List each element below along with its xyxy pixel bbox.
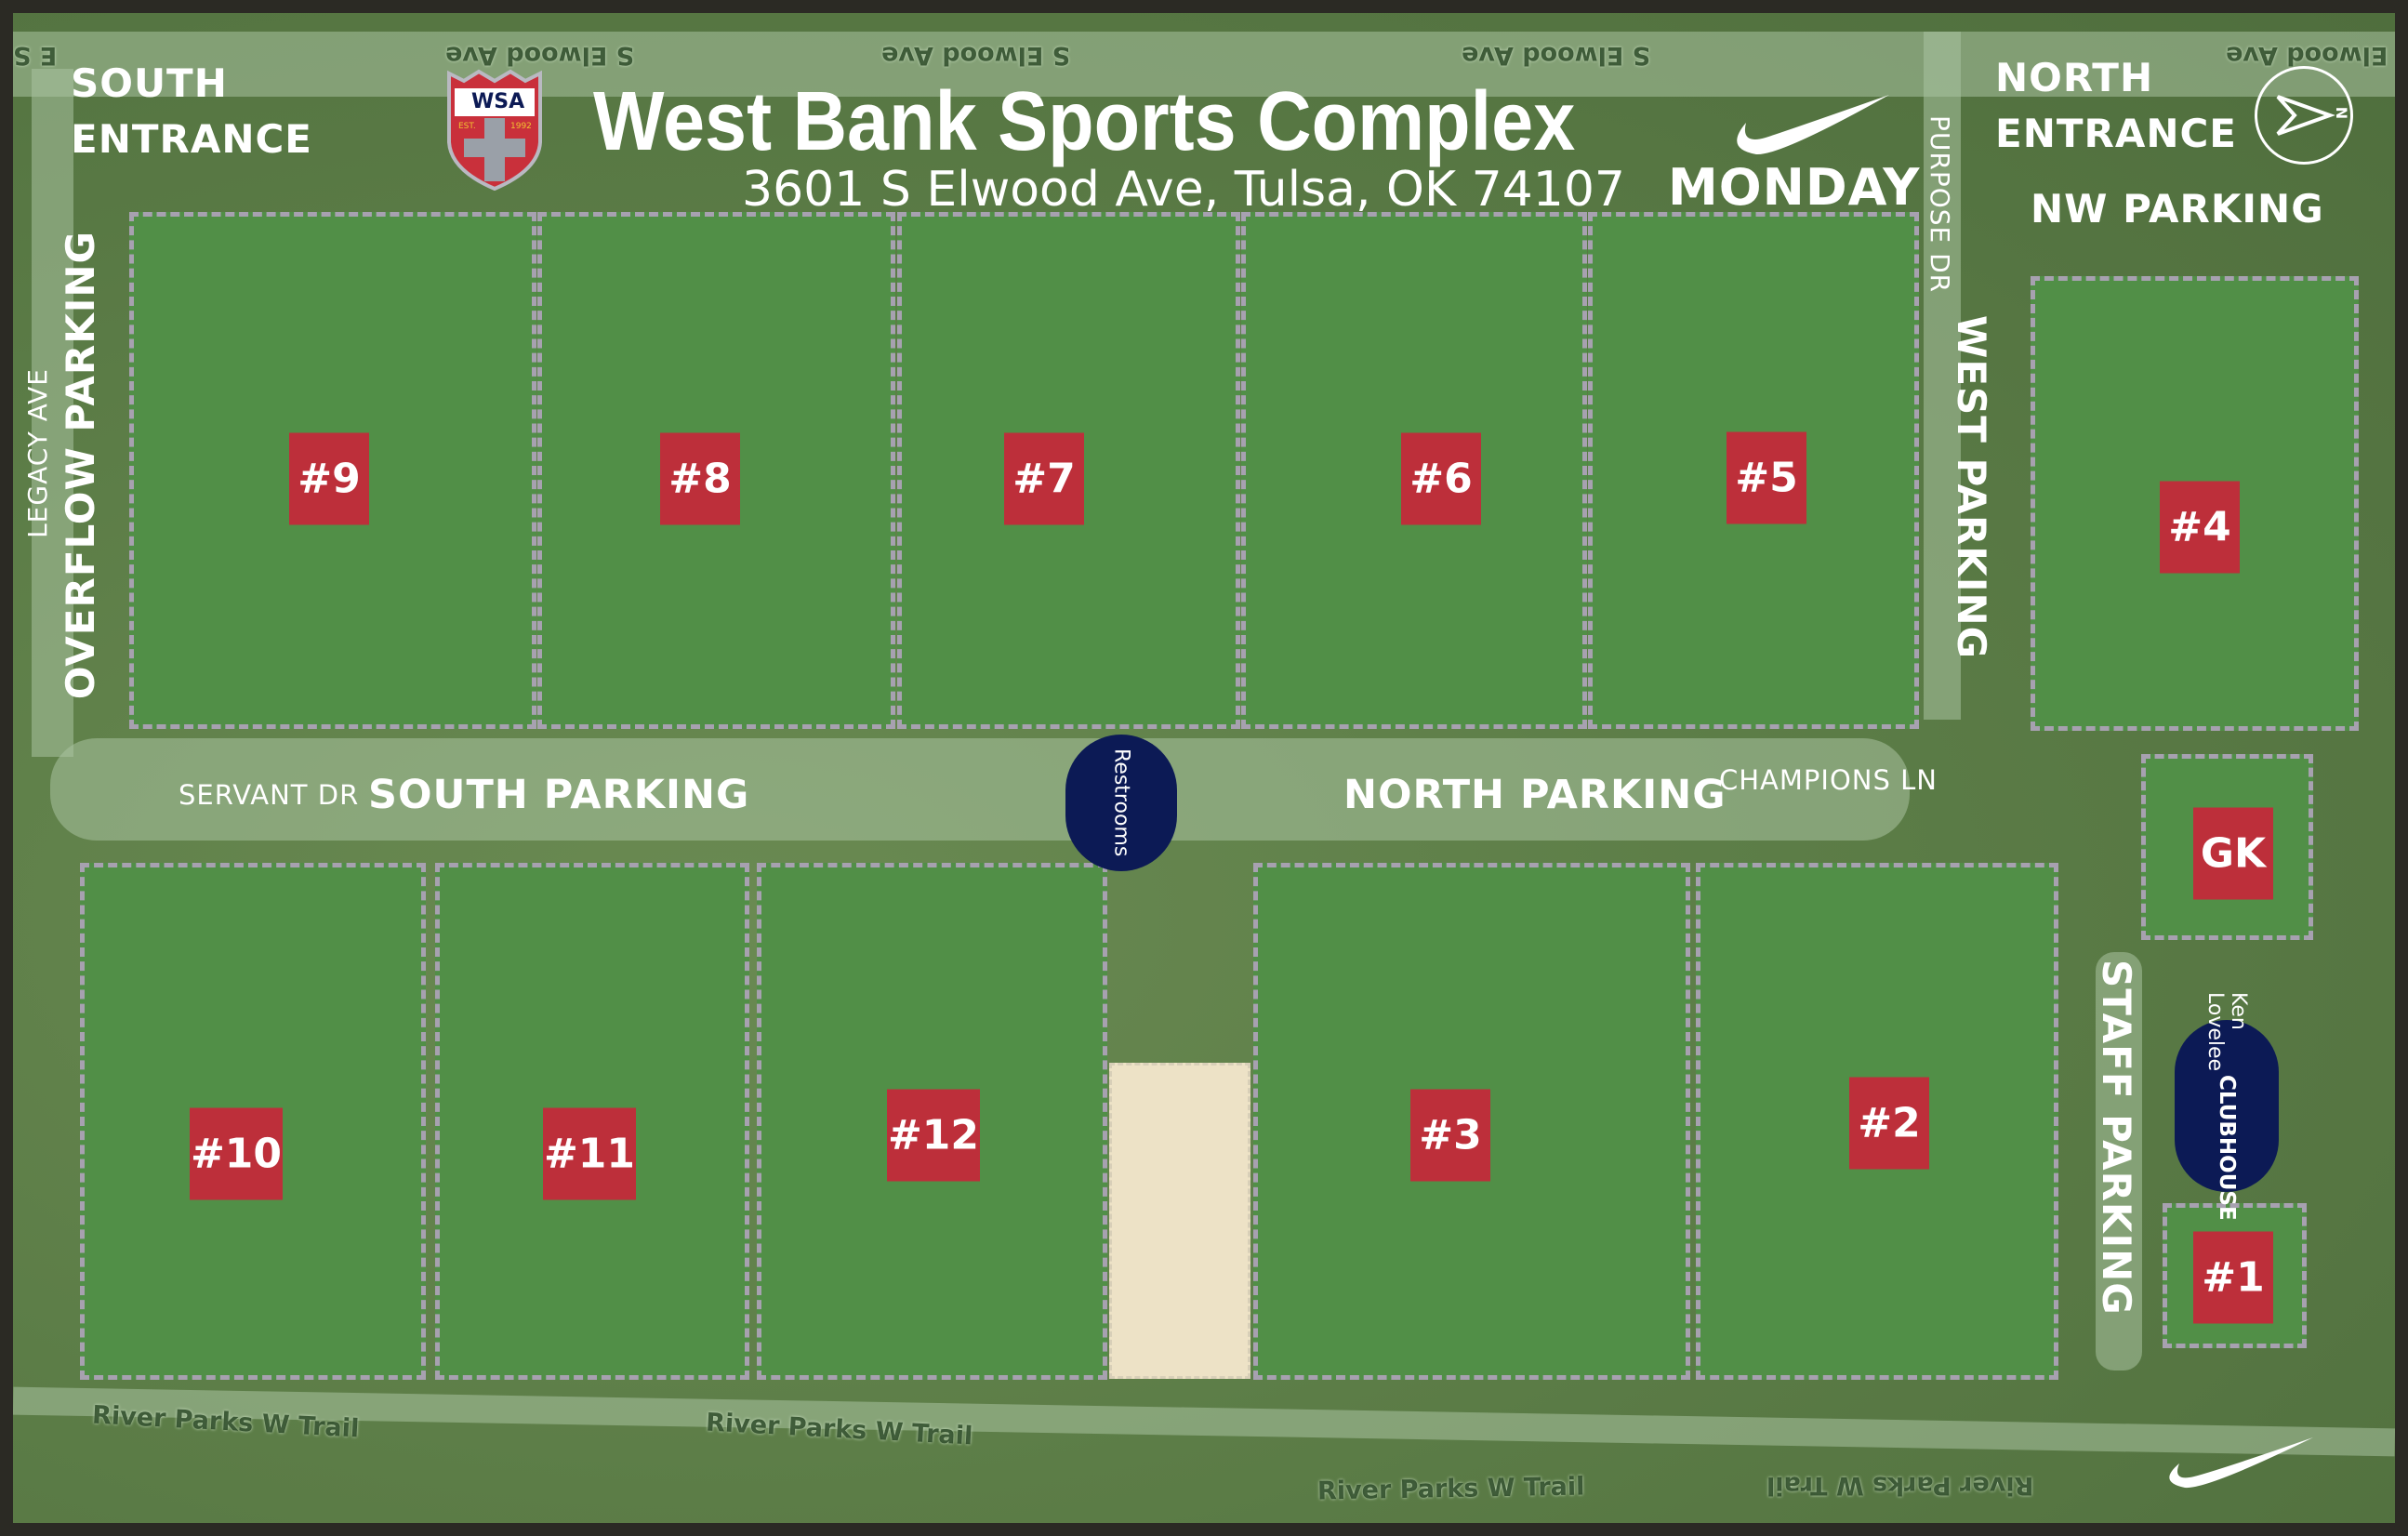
day-label: MONDAY: [1668, 158, 1921, 217]
field-7-label: #7: [1004, 432, 1084, 525]
road-name-elwood: S Elwood Ave: [2226, 41, 2395, 70]
restrooms-label: Restrooms: [1109, 748, 1133, 857]
field-9-label: #9: [289, 432, 369, 525]
field-6-label: #6: [1401, 432, 1481, 525]
trail-road: [13, 1386, 2395, 1457]
staff-parking-road: [2096, 952, 2142, 1370]
north-entrance-label: NORTH ENTRANCE: [1995, 55, 2237, 156]
road-name-elwood: S Elwood Ave: [1462, 41, 1651, 70]
overflow-parking-label: OVERFLOW PARKING: [58, 231, 103, 700]
logo-text: WSA: [471, 90, 525, 113]
field-1-label: #1: [2193, 1231, 2273, 1324]
north-parking-label: NORTH PARKING: [1343, 772, 1727, 818]
address: 3601 S Elwood Ave, Tulsa, OK 74107: [742, 162, 1626, 218]
clubhouse-label: CLUBHOUSE: [2215, 1074, 2239, 1221]
field-8-label: #8: [660, 432, 740, 525]
servant-dr-label: SERVANT DR: [179, 779, 360, 811]
road-name-elwood: S Elwood Ave: [445, 41, 635, 70]
west-parking-label: WEST PARKING: [1949, 315, 1994, 660]
purpose-dr-label: PURPOSE DR: [1925, 115, 1955, 294]
road-name-elwood-partial: E S: [13, 41, 58, 70]
elwood-ave-road: [13, 32, 2395, 97]
compass-north-label: N: [2333, 106, 2351, 120]
champions-ln-label: CHAMPIONS LN: [1719, 764, 1938, 796]
road-name-elwood: S Elwood Ave: [881, 41, 1071, 70]
logo-year: 1992: [510, 122, 532, 131]
nw-parking-label: NW PARKING: [2031, 186, 2324, 232]
wsa-logo: WSA EST. 1992: [445, 68, 544, 192]
clubhouse-name: Ken Lovelee: [2203, 991, 2250, 1071]
servant-dr-road: [50, 738, 1910, 841]
field-12-label: #12: [887, 1089, 980, 1182]
field-5-label: #5: [1727, 431, 1806, 524]
field-2-label: #2: [1849, 1077, 1929, 1170]
staff-parking-label: STAFF PARKING: [2094, 960, 2139, 1316]
south-parking-label: SOUTH PARKING: [368, 772, 750, 818]
purpose-dr-road: [1924, 32, 1961, 720]
field-10-label: #10: [190, 1107, 283, 1200]
field-gk-label: GK: [2193, 807, 2273, 900]
field-3-label: #3: [1410, 1089, 1490, 1182]
nike-swoosh-icon: [1737, 95, 1889, 155]
south-entrance-label: SOUTH ENTRANCE: [71, 60, 312, 162]
field-4-label: #4: [2160, 481, 2240, 574]
sand-area: [1109, 1063, 1250, 1379]
clubhouse-marker[interactable]: Ken Lovelee CLUBHOUSE: [2175, 992, 2279, 1220]
legacy-ave-road: [32, 69, 73, 757]
restrooms-marker[interactable]: Restrooms: [1065, 735, 1177, 871]
logo-est: EST.: [458, 122, 476, 131]
field-11-label: #11: [543, 1107, 636, 1200]
road-name-trail: River Parks W Trail: [1766, 1471, 2034, 1500]
legacy-ave-label: LEGACY AVE: [22, 368, 53, 538]
nike-swoosh-icon: [2169, 1437, 2313, 1489]
road-name-trail: River Parks W Trail: [1316, 1472, 1585, 1506]
page-title: West Bank Sports Complex: [593, 75, 1576, 168]
compass-icon: N: [2255, 66, 2353, 165]
field-gk[interactable]: [2141, 754, 2313, 940]
complex-map: E S S Elwood Ave S Elwood Ave S Elwood A…: [13, 13, 2395, 1523]
